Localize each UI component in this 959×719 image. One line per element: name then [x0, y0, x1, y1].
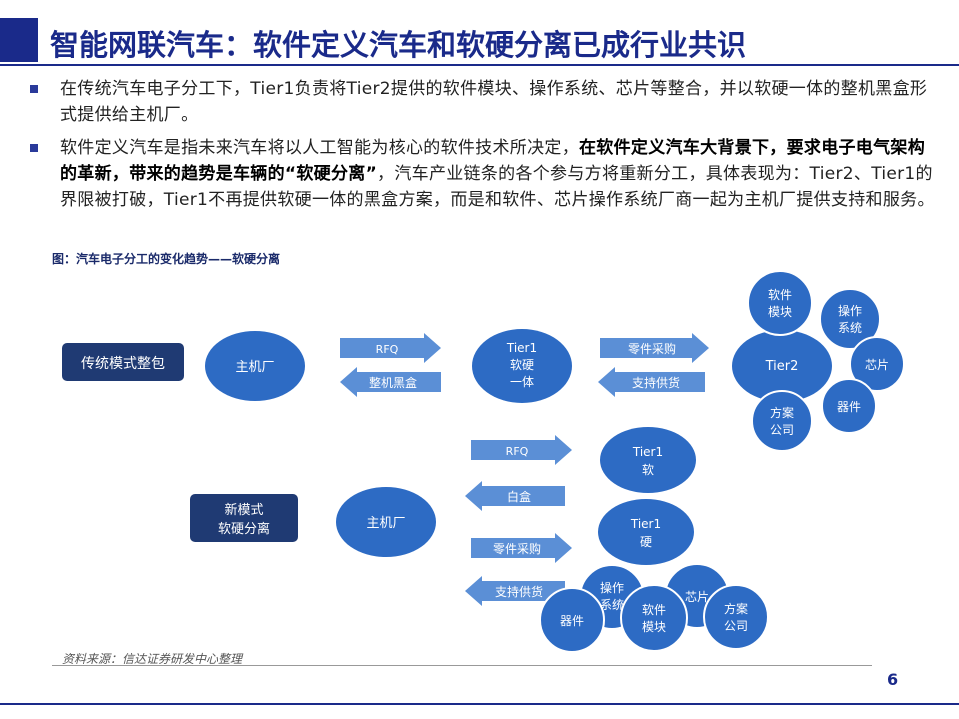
traditional-support-arrow: [598, 367, 705, 397]
new-whitebox-arrow: [465, 481, 565, 511]
title-bar: 智能网联汽车：软件定义汽车和软硬分离已成行业共识: [0, 18, 959, 66]
software-module-line1: 软件: [768, 288, 792, 302]
bullet-2-bold: 在软件定义汽车大背景下，要求电子电气架构的革新，带来的趋势是车辆的“软硬分离”: [60, 138, 925, 184]
bullet-2-post: ，汽车产业链条的各个参与方将重新分工，具体表现为：Tier2、Tier1的界限被…: [60, 164, 935, 210]
new-whitebox-label: 白盒: [507, 489, 531, 504]
chip-label: 芯片: [865, 358, 889, 372]
title-accent-block: [0, 18, 38, 62]
traditional-tier1-node: [472, 329, 572, 403]
traditional-mode-label: 传统模式整包: [81, 356, 165, 372]
traditional-blackbox-label: 整机黑盒: [369, 375, 417, 390]
traditional-tier1-line1: Tier1: [506, 341, 537, 355]
new-purchase-label: 零件采购: [493, 541, 541, 556]
solution-company-line2: 公司: [770, 423, 794, 437]
new-solution-company-line1: 方案: [724, 601, 748, 616]
tier1-hard-line1: Tier1: [630, 517, 661, 531]
new-mode-box: [190, 494, 298, 542]
new-rfq-arrow: [471, 435, 572, 465]
traditional-blackbox-arrow: [340, 367, 441, 397]
chip-node: [849, 336, 905, 392]
new-os-line2: 系统: [600, 598, 624, 612]
traditional-oem-label: 主机厂: [235, 360, 274, 375]
traditional-purchase-label: 零件采购: [628, 341, 676, 356]
new-device-node: [539, 587, 605, 653]
tier1-hard-node: [598, 499, 694, 565]
os-line1: 操作: [838, 303, 862, 318]
new-mode-line2: 软硬分离: [218, 521, 270, 537]
software-module-node: [747, 270, 813, 336]
traditional-rfq-arrow: [340, 333, 441, 363]
traditional-oem-node: [205, 331, 305, 401]
title-underline: [0, 64, 959, 66]
traditional-purchase-arrow: [600, 333, 709, 363]
new-os-line1: 操作: [600, 580, 624, 595]
new-device-label: 器件: [560, 614, 584, 628]
tier1-soft-line1: Tier1: [632, 445, 663, 459]
traditional-support-label: 支持供货: [632, 375, 680, 390]
tier1-hard-line2: 硬: [640, 535, 652, 549]
bullet-square-icon: [30, 144, 38, 152]
tier1-soft-node: [600, 427, 696, 493]
new-support-arrow: [465, 576, 565, 606]
new-chip-label: 芯片: [685, 590, 709, 604]
traditional-tier1-line3: 一体: [510, 375, 534, 389]
new-solution-company-node: [703, 584, 769, 650]
source-note: 资料来源：信达证券研发中心整理: [62, 652, 243, 666]
new-support-label: 支持供货: [495, 584, 543, 599]
traditional-tier1-line2: 软硬: [510, 358, 534, 372]
solution-company-line1: 方案: [770, 405, 794, 420]
source-divider: [52, 665, 872, 666]
os-node: [819, 288, 881, 350]
new-software-module-line2: 模块: [642, 620, 666, 634]
bullet-square-icon: [30, 85, 38, 93]
traditional-mode-box: [62, 343, 184, 381]
os-line2: 系统: [838, 321, 862, 335]
traditional-tier2-label: Tier2: [765, 359, 799, 374]
solution-company-node: [751, 390, 813, 452]
figure-caption: 图：汽车电子分工的变化趋势——软硬分离: [52, 252, 281, 266]
new-oem-label: 主机厂: [366, 516, 405, 531]
new-mode-line1: 新模式: [224, 502, 263, 518]
new-purchase-arrow: [471, 533, 572, 563]
traditional-rfq-label: RFQ: [376, 343, 399, 356]
new-solution-company-line2: 公司: [724, 619, 748, 633]
bullet-2-pre: 软件定义汽车是指未来汽车将以人工智能为核心的软件技术所决定，: [60, 138, 579, 158]
new-rfq-label: RFQ: [506, 445, 529, 458]
new-oem-node: [336, 487, 436, 557]
bullet-1-text: 在传统汽车电子分工下，Tier1负责将Tier2提供的软件模块、操作系统、芯片等…: [60, 79, 928, 125]
new-software-module-line1: 软件: [642, 603, 666, 617]
device-node: [821, 378, 877, 434]
software-module-line2: 模块: [768, 305, 792, 319]
bullet-2-text: 软件定义汽车是指未来汽车将以人工智能为核心的软件技术所决定，在软件定义汽车大背景…: [60, 135, 940, 213]
bullet-1: 在传统汽车电子分工下，Tier1负责将Tier2提供的软件模块、操作系统、芯片等…: [30, 76, 935, 128]
footer-rule: [0, 703, 959, 705]
page-number: 6: [887, 670, 899, 689]
page-title: 智能网联汽车：软件定义汽车和软硬分离已成行业共识: [50, 28, 747, 62]
new-software-module-node: [620, 584, 688, 652]
device-label: 器件: [837, 400, 861, 414]
traditional-tier2-node: [732, 330, 832, 402]
bullet-2: 软件定义汽车是指未来汽车将以人工智能为核心的软件技术所决定，在软件定义汽车大背景…: [30, 135, 935, 239]
tier1-soft-line2: 软: [642, 463, 654, 477]
